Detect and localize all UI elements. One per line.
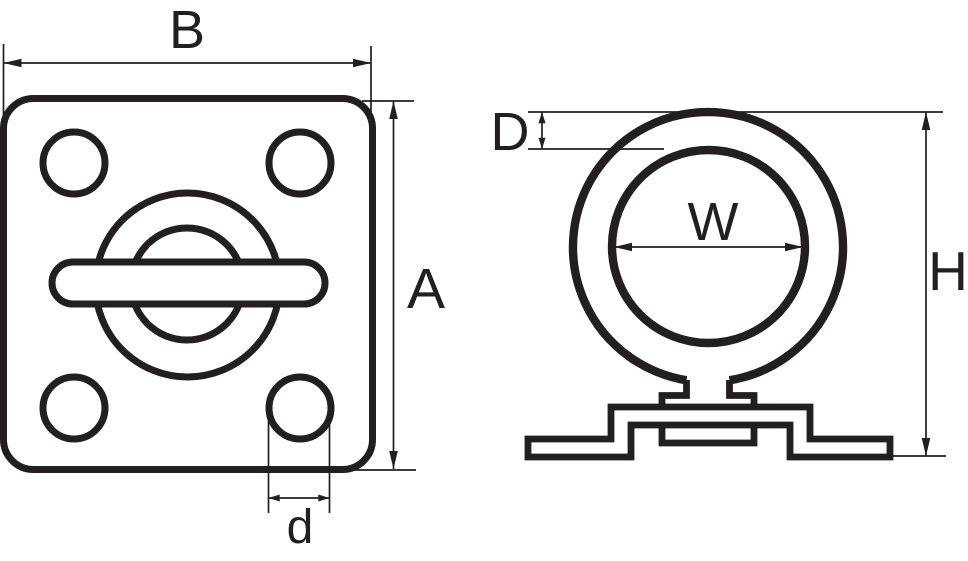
- side-view: [524, 107, 894, 461]
- front-view-dimensions: B A d: [2, 0, 445, 554]
- side-view-dimensions: D W H: [491, 102, 968, 457]
- side-ring-inner: [607, 145, 810, 348]
- swivel-stem-collar: [658, 380, 758, 447]
- dim-A-label: A: [407, 257, 445, 321]
- mounting-hole-top-right: [265, 128, 335, 198]
- front-view: [0, 95, 376, 473]
- mounting-hole-top-left: [39, 128, 109, 198]
- dim-d-label: d: [287, 501, 314, 554]
- dim-H-label: H: [928, 240, 968, 302]
- swivel-cross-bar: [48, 258, 329, 308]
- base-plate-profile: [524, 403, 894, 461]
- dim-B-label: B: [169, 0, 205, 60]
- mounting-hole-bottom-left: [39, 373, 109, 443]
- dim-D-label: D: [491, 102, 530, 162]
- dim-W-label: W: [688, 192, 739, 252]
